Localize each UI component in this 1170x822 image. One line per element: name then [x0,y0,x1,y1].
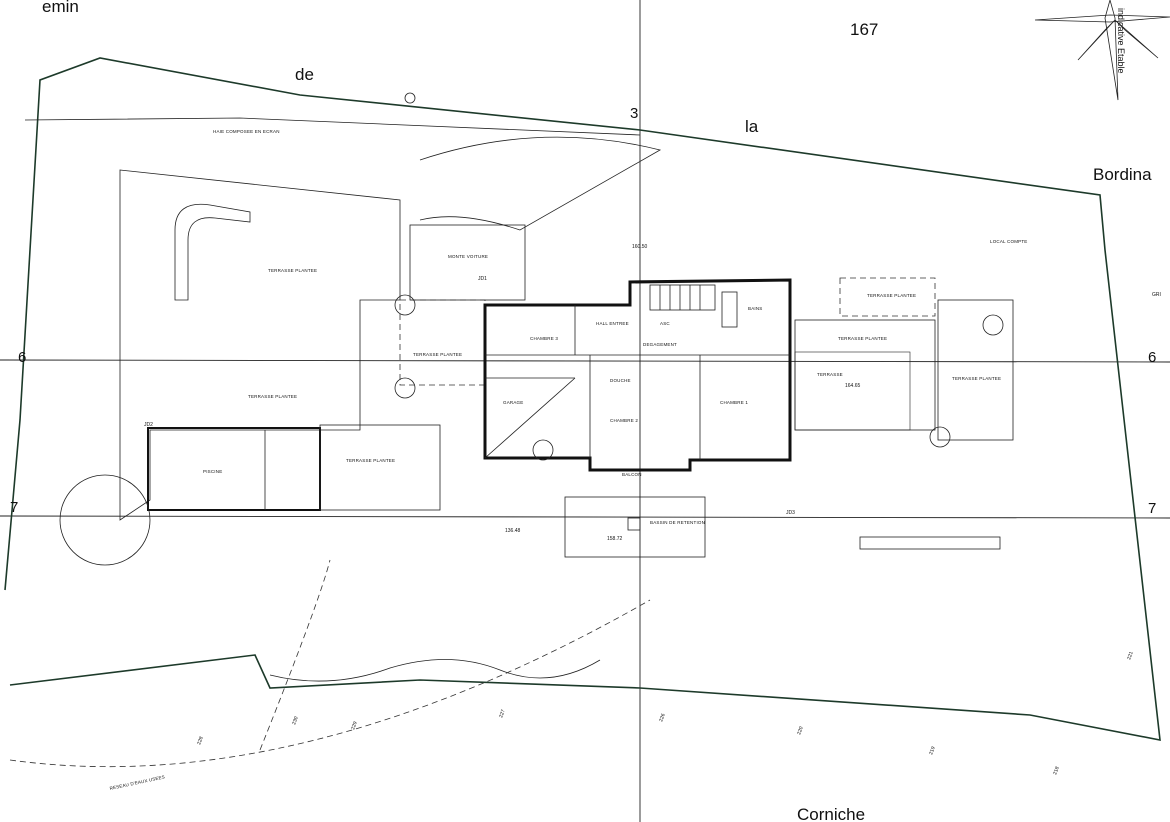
room-label: TERRASSE PLANTEE [268,268,317,273]
parcel-boundary [4,57,1161,741]
grid-line-7 [0,515,1170,519]
grid-label: 3 [630,105,638,122]
tree-circle [532,439,554,461]
room-label: TERRASSE PLANTEE [952,376,1001,381]
room-label: LOCAL COMPTE [990,239,1028,244]
tree-circle [394,294,416,316]
bathtub [721,291,738,328]
elevation-label: 158.72 [607,536,623,542]
elevation-label: 164.65 [845,383,861,389]
street-label: emin [42,0,79,16]
room-label: DOUCHE [610,378,631,383]
staircase [649,284,716,311]
grid-label: 6 [18,349,26,366]
jd-marker: JD1 [478,276,487,282]
elevation-label: 160.50 [632,244,648,250]
sewer-line [9,599,651,767]
terrace-west [399,299,486,386]
room-label: BASSIN DE RETENTION [650,520,705,525]
room-label: MONTE VOITURE [448,254,488,259]
hedge-line [24,117,641,136]
street-label: Bordina [1093,165,1152,184]
jd-marker: JD3 [786,510,795,516]
room-label: TERRASSE PLANTEE [413,352,462,357]
grid-label: GRI [1152,292,1161,298]
room-label: TERRASSE PLANTEE [346,458,395,463]
garage-ramp [484,377,576,459]
contour-label: 226 [658,713,667,723]
pool-curve [174,203,251,301]
tree-circle [404,92,416,104]
contour-label: 221 [1126,651,1135,661]
contour-label: 230 [291,716,300,726]
room-label: CHAMBRE 3 [530,336,558,341]
compass-note: indicative Etable [1116,8,1126,74]
room-label: TERRASSE [817,372,843,377]
contour-label: 219 [928,746,937,756]
room-label: GARAGE [503,400,523,405]
elevation-label: 136.48 [505,528,521,534]
contour-label: 228 [196,736,205,746]
terrace-left [119,169,401,521]
retention-basin [564,496,706,558]
contour-label: 227 [498,709,507,719]
tree-circle [929,426,951,448]
grid-line-6 [0,359,1170,363]
car-lift [409,224,526,301]
contour-label: 220 [796,726,805,736]
terrace-far-east [937,299,1014,441]
driveway [419,136,662,231]
room-label: TERRASSE PLANTEE [838,336,887,341]
sewer-line [259,559,331,751]
tree-circle [394,377,416,399]
room-label: TERRASSE PLANTEE [867,293,916,298]
room-label: DEGAGEMENT [643,342,677,347]
house-outline [483,278,792,472]
street-label: Corniche [797,805,865,822]
room-label: HALL ENTREE [596,321,629,326]
room-label: HAIE COMPOSEE EN ECRAN [213,129,280,134]
street-label: de [295,65,314,84]
room-label: BAINS [748,306,763,311]
tree-circle [982,314,1004,336]
hedge-wave [269,659,601,682]
grid-label: 7 [10,499,18,516]
grid-label: 7 [1148,500,1156,517]
deck-grid [794,351,911,431]
tree-circle [59,474,151,566]
basin-hatch [627,517,641,531]
room-label: RESEAU D'EAUX USEES [109,774,165,791]
room-label: BALCON [622,472,642,477]
compass-rose-icon [1034,0,1170,101]
room-label: TERRASSE PLANTEE [248,394,297,399]
parcel-number: 167 [850,20,878,39]
room-label: CHAMBRE 2 [610,418,638,423]
terrace-pool-side [319,424,441,511]
contour-label: 218 [1052,766,1061,776]
street-label: la [745,117,759,136]
room-label: PISCINE [203,469,222,474]
terrace-north-east [839,277,936,317]
contour-label: 229 [350,721,359,731]
room-label: CHAMBRE 1 [720,400,748,405]
jd-marker: JD2 [144,422,153,428]
grid-label: 6 [1148,349,1156,366]
bench [859,536,1001,550]
pool [147,427,321,511]
room-label: ASC [660,321,670,326]
